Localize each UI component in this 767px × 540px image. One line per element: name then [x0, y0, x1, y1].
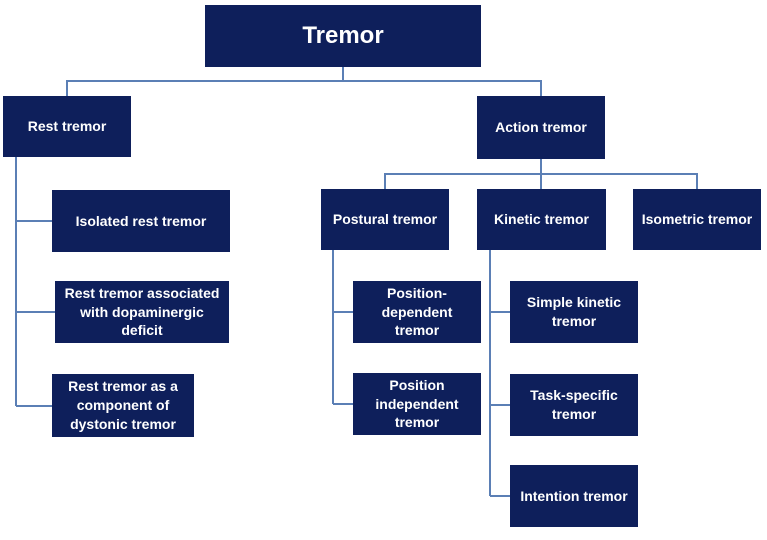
node-position-independent-tremor: Position independent tremor	[353, 373, 481, 435]
node-rest-tremor-dystonic: Rest tremor as a component of dystonic t…	[52, 374, 194, 437]
node-isolated-rest-tremor-label: Isolated rest tremor	[75, 212, 207, 229]
node-action-tremor-label: Action tremor	[495, 119, 587, 136]
node-isometric-tremor: Isometric tremor	[633, 189, 761, 250]
node-action-tremor: Action tremor	[477, 96, 605, 159]
node-intention-tremor-label: Intention tremor	[520, 487, 628, 504]
node-kinetic-tremor-label: Kinetic tremor	[494, 211, 589, 228]
node-task-specific-tremor: Task-specific tremor	[510, 374, 638, 436]
connector-root-rest	[66, 67, 344, 96]
node-task-specific-tremor-label: Task-specific tremor	[530, 387, 618, 422]
node-intention-tremor: Intention tremor	[510, 465, 638, 527]
node-rest-tremor-dystonic-label: Rest tremor as a component of dystonic t…	[68, 378, 178, 432]
node-isolated-rest-tremor: Isolated rest tremor	[52, 190, 230, 252]
node-rest-tremor-dopaminergic-label: Rest tremor associated with dopaminergic…	[64, 284, 220, 339]
node-simple-kinetic-tremor: Simple kinetic tremor	[510, 281, 638, 343]
node-rest-tremor-dopaminergic: Rest tremor associated with dopaminergic…	[55, 281, 229, 343]
node-isometric-tremor-label: Isometric tremor	[641, 211, 753, 228]
connector-action-isometric	[541, 173, 698, 189]
node-position-dependent-tremor-label: Position-dependent tremor	[381, 284, 453, 339]
connector-root-action	[343, 80, 542, 96]
node-tremor-label: Tremor	[302, 21, 384, 49]
node-postural-tremor-label: Postural tremor	[332, 211, 438, 228]
connector-action-children	[384, 159, 542, 189]
node-tremor: Tremor	[205, 5, 481, 67]
node-kinetic-tremor: Kinetic tremor	[477, 189, 606, 250]
node-rest-tremor-label: Rest tremor	[27, 118, 107, 135]
node-rest-tremor: Rest tremor	[3, 96, 131, 157]
node-position-dependent-tremor: Position-dependent tremor	[353, 281, 481, 343]
node-position-independent-tremor-label: Position independent tremor	[375, 376, 459, 431]
node-postural-tremor: Postural tremor	[321, 189, 449, 250]
node-simple-kinetic-tremor-label: Simple kinetic tremor	[526, 294, 622, 329]
